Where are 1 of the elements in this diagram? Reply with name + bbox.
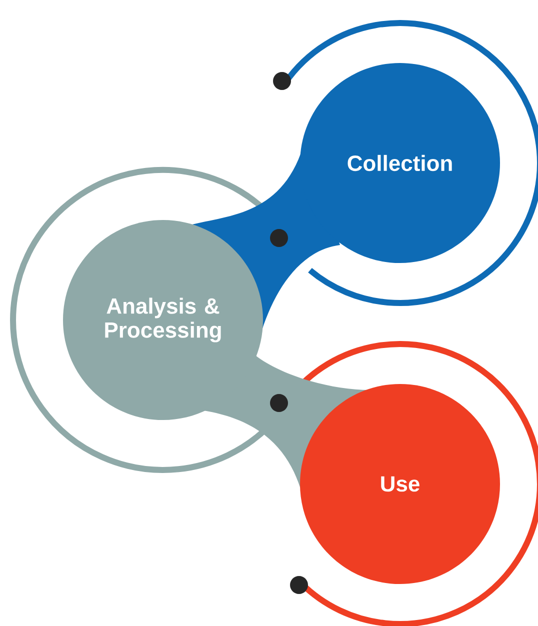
node-label: Collection [348,154,452,172]
